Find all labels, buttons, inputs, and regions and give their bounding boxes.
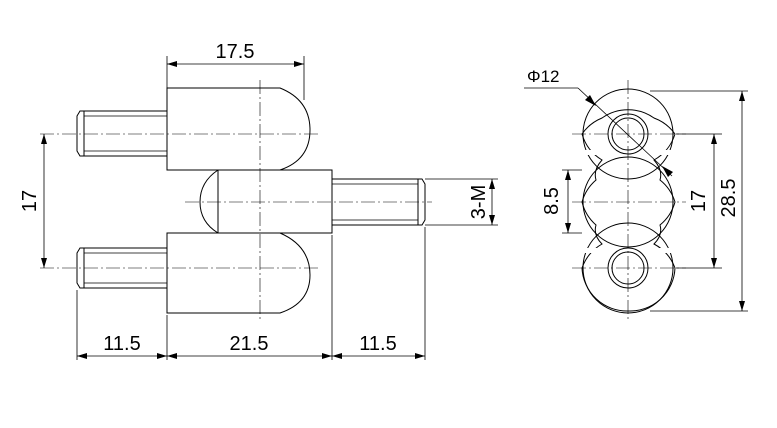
end-view-outline bbox=[581, 109, 676, 312]
dim-knuckle-length: 17.5 bbox=[216, 41, 255, 63]
dim-thread-spec: 3-M bbox=[468, 185, 490, 219]
middle-knuckle-body bbox=[199, 169, 333, 234]
dim-overall-height: 28.5 bbox=[718, 179, 740, 218]
side-view: 17.5 17 3-M 11.5 21.5 11.5 bbox=[19, 41, 498, 360]
middle-threaded-stud bbox=[332, 178, 426, 226]
dim-hole-diameter: Φ12 bbox=[527, 67, 559, 86]
dim-left-stud-length: 11.5 bbox=[103, 333, 140, 355]
dim-knuckle-pitch: 8.5 bbox=[541, 187, 563, 215]
top-threaded-stud bbox=[76, 110, 167, 157]
dim-stud-spacing: 17 bbox=[19, 190, 41, 212]
end-view: Φ12 8.5 17 28.5 bbox=[524, 67, 748, 322]
dim-body-length: 21.5 bbox=[230, 333, 269, 355]
dim-right-stud-length: 11.5 bbox=[359, 333, 396, 355]
dim-hole-spacing: 17 bbox=[688, 190, 710, 212]
top-knuckle-body bbox=[166, 87, 311, 171]
bottom-knuckle-body bbox=[166, 232, 311, 314]
